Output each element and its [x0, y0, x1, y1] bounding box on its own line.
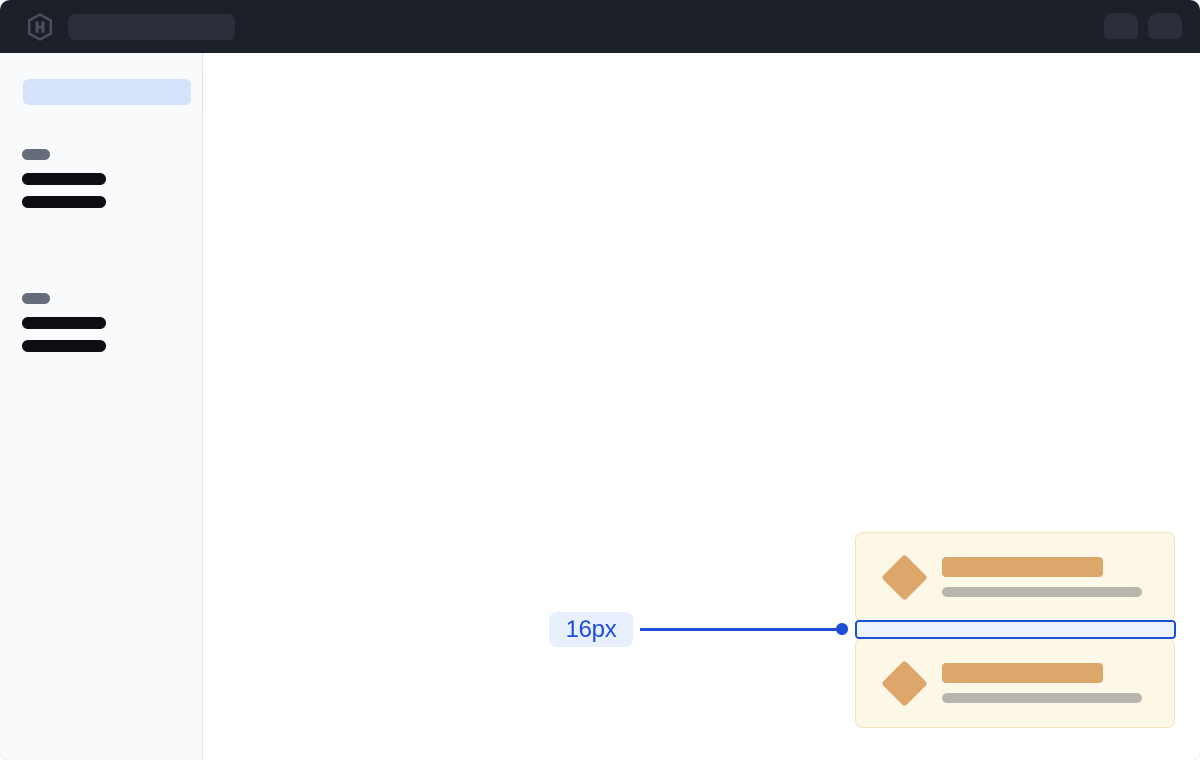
- alert-card-content: [942, 663, 1142, 703]
- sidebar-group-2: [22, 293, 106, 363]
- header-chip-1[interactable]: [1104, 13, 1138, 39]
- header-chip-2[interactable]: [1148, 13, 1182, 39]
- measure-connector-dot-icon: [836, 623, 848, 635]
- sidebar-group-1-label: [22, 149, 50, 160]
- spacing-measure-bar[interactable]: [855, 620, 1176, 639]
- sidebar-item-1-1[interactable]: [22, 173, 106, 185]
- alert-card-content: [942, 557, 1142, 597]
- alert-card-subtitle: [942, 587, 1142, 597]
- alert-card[interactable]: [855, 532, 1175, 622]
- measure-connector-line: [640, 628, 842, 631]
- spacing-value-badge: 16px: [549, 612, 633, 647]
- sidebar-group-1: [22, 149, 106, 219]
- app-header: [0, 0, 1200, 53]
- alert-card-title: [942, 557, 1103, 577]
- alert-card-title: [942, 663, 1103, 683]
- sidebar-group-2-label: [22, 293, 50, 304]
- hexagon-h-logo-icon[interactable]: [26, 13, 54, 41]
- search-input[interactable]: [68, 14, 235, 40]
- diamond-icon: [881, 659, 928, 707]
- sidebar-item-active[interactable]: [23, 79, 191, 105]
- sidebar: [0, 53, 203, 760]
- diamond-icon: [881, 553, 928, 601]
- header-actions: [1104, 13, 1182, 39]
- sidebar-item-2-1[interactable]: [22, 317, 106, 329]
- sidebar-item-2-2[interactable]: [22, 340, 106, 352]
- alert-card-subtitle: [942, 693, 1142, 703]
- sidebar-item-1-2[interactable]: [22, 196, 106, 208]
- alert-card[interactable]: [855, 638, 1175, 728]
